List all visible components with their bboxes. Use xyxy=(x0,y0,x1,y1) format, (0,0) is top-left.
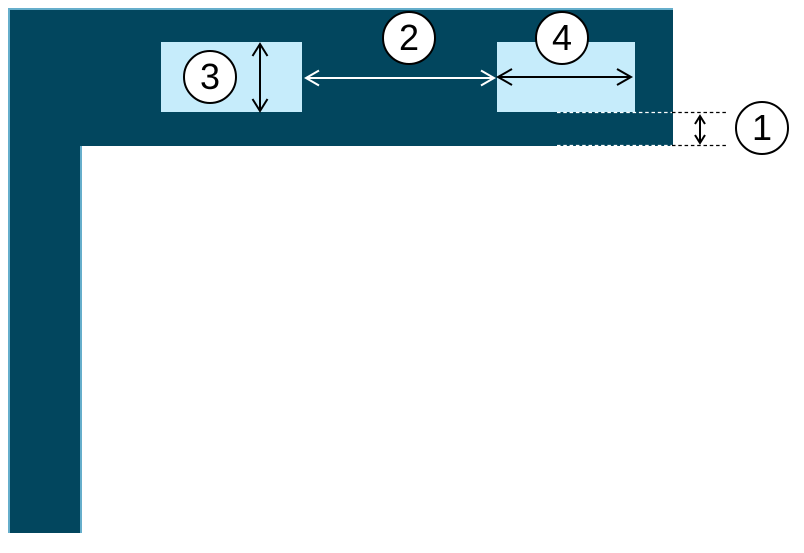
callout-4: 4 xyxy=(535,11,589,65)
callout-2: 2 xyxy=(382,11,436,65)
callout-3: 3 xyxy=(183,50,237,104)
callout-1: 1 xyxy=(735,101,789,155)
margin-arrow xyxy=(694,114,706,145)
